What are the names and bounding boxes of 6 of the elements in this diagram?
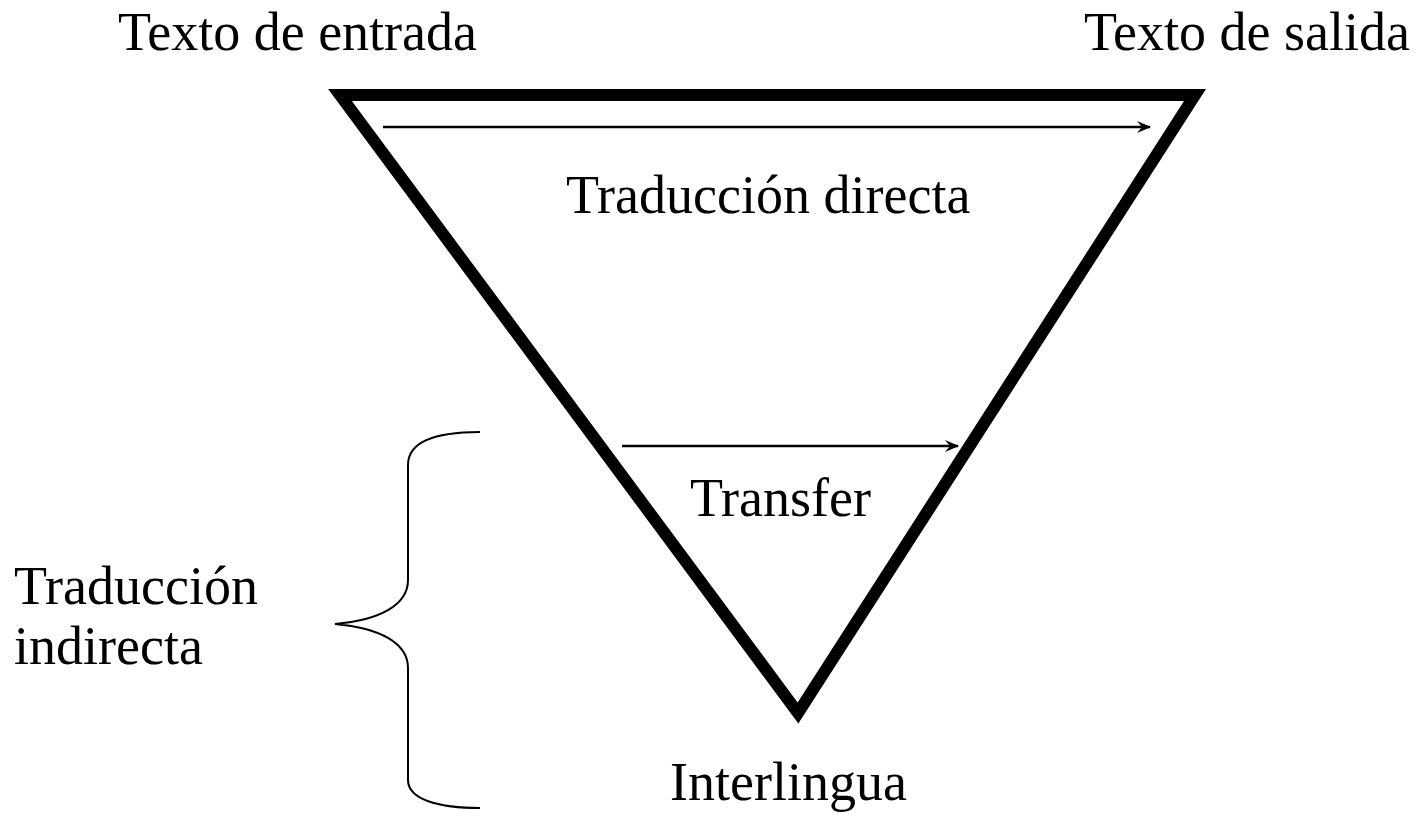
transfer-label: Transfer <box>690 468 871 528</box>
output-text-label: Texto de salida <box>1083 2 1410 62</box>
input-text-label: Texto de entrada <box>118 2 478 62</box>
interlingua-label: Interlingua <box>670 752 907 812</box>
direct-translation-label: Traducción directa <box>566 165 971 225</box>
indirect-translation-label: Traducción indirecta <box>14 556 259 676</box>
